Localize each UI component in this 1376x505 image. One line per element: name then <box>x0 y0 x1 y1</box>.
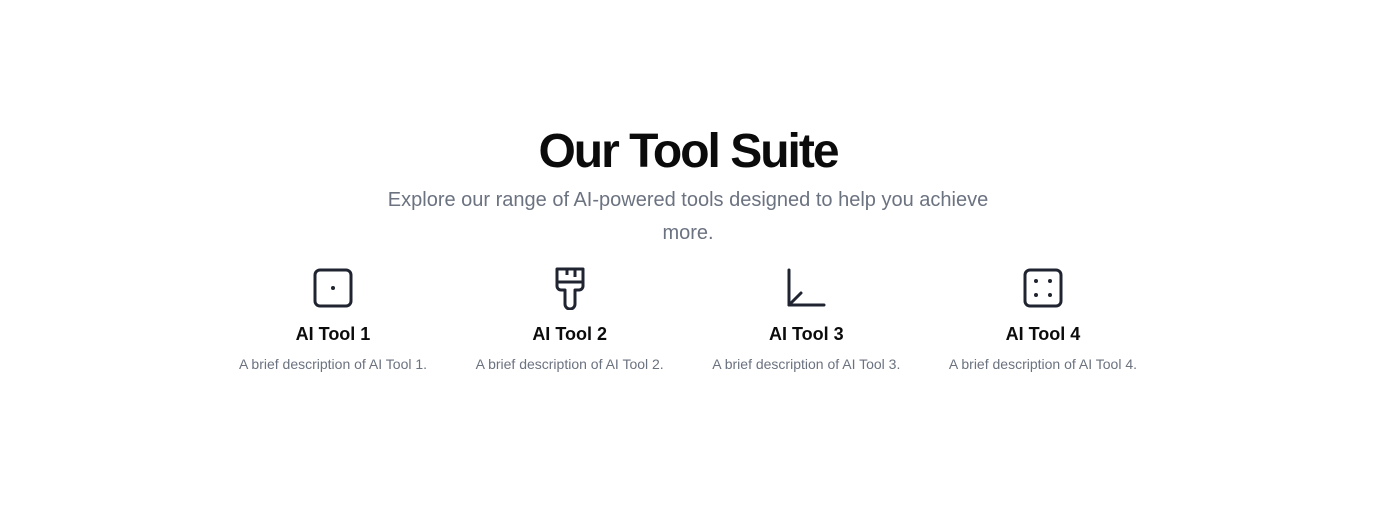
tool-name: AI Tool 3 <box>768 324 844 344</box>
tool-grid: AI Tool 1 A brief description of AI Tool… <box>215 266 1161 386</box>
tool-card-4: AI Tool 4 A brief description of AI Tool… <box>925 266 1161 386</box>
tool-card-1: AI Tool 1 A brief description of AI Tool… <box>215 266 451 386</box>
paintbrush-icon <box>548 266 592 310</box>
tool-name: AI Tool 4 <box>1005 324 1081 344</box>
section-subtitle: Explore our range of AI-powered tools de… <box>387 189 989 244</box>
corner-angle-icon <box>784 266 828 310</box>
tool-card-3: AI Tool 3 A brief description of AI Tool… <box>688 266 924 386</box>
tool-description: A brief description of AI Tool 3. <box>712 356 901 372</box>
dice-four-icon <box>1021 266 1065 310</box>
dice-one-icon <box>311 266 355 310</box>
tool-name: AI Tool 1 <box>295 324 371 344</box>
section-title: Our Tool Suite <box>538 125 839 178</box>
tool-description: A brief description of AI Tool 1. <box>238 356 428 372</box>
tool-description: A brief description of AI Tool 4. <box>948 356 1137 372</box>
tool-name: AI Tool 2 <box>532 324 607 344</box>
tool-card-2: AI Tool 2 A brief description of AI Tool… <box>452 266 688 386</box>
tool-description: A brief description of AI Tool 2. <box>475 356 664 372</box>
